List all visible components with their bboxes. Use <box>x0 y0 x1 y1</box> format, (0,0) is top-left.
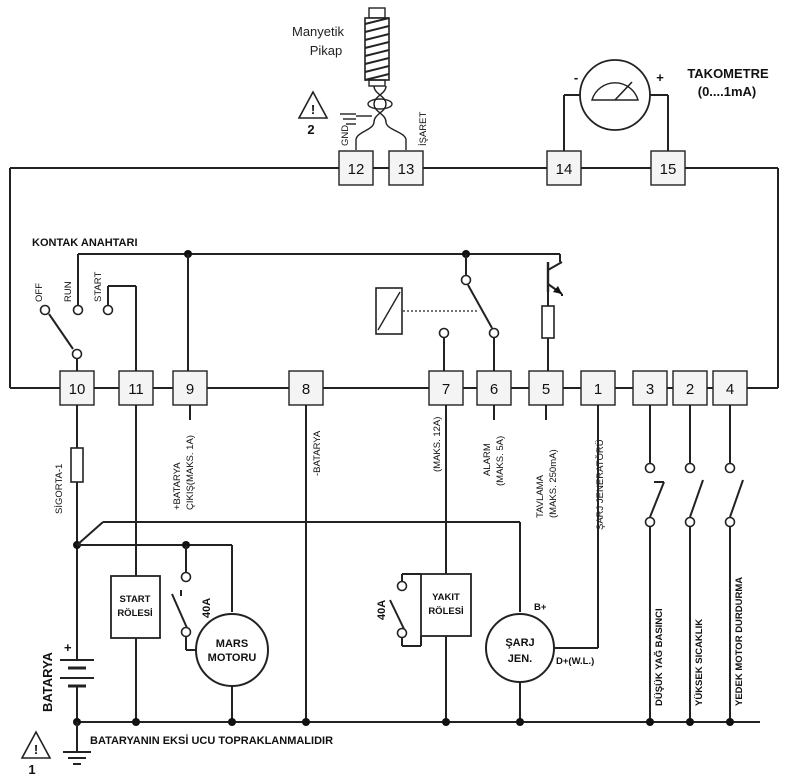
svg-text:8: 8 <box>302 381 310 398</box>
tachometer-minus: - <box>574 70 578 85</box>
terminal-5[interactable]: 5 <box>528 370 564 406</box>
fuel-relay-rating: 40A <box>376 600 388 620</box>
terminal-2[interactable]: 2 <box>672 370 708 406</box>
terminal-5-label-line2: (MAKS. 250mA) <box>548 449 559 518</box>
start-relay-line1: START <box>120 594 151 605</box>
svg-text:14: 14 <box>556 161 573 178</box>
svg-text:2: 2 <box>686 381 694 398</box>
svg-text:!: ! <box>311 102 315 117</box>
terminal-1-label: ŞARJ JENERATÖRÜ <box>595 439 606 530</box>
terminal-8-label: -BATARYA <box>312 430 323 476</box>
terminal-15[interactable]: 15 <box>650 150 686 186</box>
terminal-10[interactable]: 10 <box>59 370 95 406</box>
fuel-relay-box <box>420 573 472 637</box>
warning-triangle-icon: ! <box>20 730 52 759</box>
pickup-signal-label: İŞARET <box>418 111 429 146</box>
sensor-spare-label: YEDEK MOTOR DURDURMA <box>734 577 745 706</box>
terminal-6-label-line1: ALARM <box>482 443 493 476</box>
terminal-13[interactable]: 13 <box>388 150 424 186</box>
terminal-9-label-line1: +BATARYA <box>172 462 183 510</box>
contact-switch-title: KONTAK ANAHTARI <box>32 237 138 249</box>
terminal-1[interactable]: 1 <box>580 370 616 406</box>
switch-start-label: START <box>93 272 104 302</box>
terminal-11[interactable]: 11 <box>118 370 154 406</box>
terminal-7[interactable]: 7 <box>428 370 464 406</box>
start-relay-line2: RÖLESİ <box>117 608 152 619</box>
terminal-7-label: (MAKS. 12A) <box>432 417 443 472</box>
starter-motor-line2: MOTORU <box>208 652 257 664</box>
battery-plus: + <box>64 640 72 655</box>
svg-text:3: 3 <box>646 381 654 398</box>
battery-label: BATARYA <box>40 651 55 712</box>
terminal-12[interactable]: 12 <box>338 150 374 186</box>
switch-lever <box>48 313 74 350</box>
start-relay-rating: 40A <box>201 598 213 618</box>
fuel-relay-line1: YAKIT <box>432 592 460 603</box>
svg-text:12: 12 <box>348 161 365 178</box>
terminal-6-label-line2: (MAKS. 5A) <box>495 436 506 486</box>
external-wiring <box>60 405 760 765</box>
tachometer-title: TAKOMETRE <box>687 66 769 81</box>
terminal-5-label-line1: TAVLAMA <box>535 474 546 518</box>
terminal-6[interactable]: 6 <box>476 370 512 406</box>
charge-alt-dplus: D+(W.L.) <box>556 656 594 667</box>
terminal-3[interactable]: 3 <box>632 370 668 406</box>
tachometer-plus: + <box>656 70 664 85</box>
terminal-9-label-line2: ÇIKIŞ(MAKS. 1A) <box>185 435 196 510</box>
svg-text:11: 11 <box>128 381 144 398</box>
battery-icon <box>60 659 94 688</box>
terminal-14[interactable]: 14 <box>546 150 582 186</box>
pickup-label-line1: Manyetik <box>292 24 345 39</box>
ground-note: BATARYANIN EKSİ UCU TOPRAKLANMALIDIR <box>90 734 333 747</box>
charge-alt-line2: JEN. <box>508 653 532 665</box>
svg-text:15: 15 <box>660 161 677 178</box>
module-outline <box>9 167 779 389</box>
switch-run-label: RUN <box>63 281 74 302</box>
warning-number: 2 <box>307 122 314 137</box>
charge-alt-line1: ŞARJ <box>505 637 534 649</box>
fuel-relay-line2: RÖLESİ <box>428 606 463 617</box>
switch-off-label: OFF <box>34 283 45 302</box>
tachometer-range: (0....1mA) <box>698 84 757 99</box>
warning-number: 1 <box>28 762 35 776</box>
magnetic-pickup: Manyetik Pikap GND İŞARET <box>292 7 429 150</box>
svg-text:7: 7 <box>442 381 450 398</box>
svg-text:1: 1 <box>594 381 602 398</box>
svg-text:9: 9 <box>186 381 194 398</box>
tachometer: - + TAKOMETRE (0....1mA) <box>563 59 769 153</box>
terminal-8[interactable]: 8 <box>288 370 324 406</box>
svg-text:6: 6 <box>490 381 498 398</box>
glow-output <box>541 254 563 371</box>
starter-motor-line1: MARS <box>216 638 248 650</box>
sensor-oil-label: DÜŞÜK YAĞ BASINCI <box>653 608 665 706</box>
gauge-needle-icon <box>614 81 633 101</box>
contact-switch: OFF RUN START <box>34 250 560 371</box>
ground-icon <box>63 751 91 765</box>
svg-text:13: 13 <box>398 161 415 178</box>
warning-triangle-icon: ! <box>297 90 329 119</box>
start-relay-box <box>110 575 161 639</box>
pickup-gnd-label: GND <box>340 125 351 146</box>
sensor-temp-label: YÜKSEK SICAKLIK <box>694 619 705 706</box>
terminal-9[interactable]: 9 <box>172 370 208 406</box>
charge-alt-bplus: B+ <box>534 602 547 613</box>
pickup-label-line2: Pikap <box>310 43 343 58</box>
svg-text:!: ! <box>34 742 38 757</box>
fuse-icon <box>70 447 84 483</box>
svg-text:4: 4 <box>726 381 734 398</box>
fuse-label: SİGORTA-1 <box>54 464 65 514</box>
starter-motor-icon <box>195 613 269 687</box>
svg-text:10: 10 <box>69 381 86 398</box>
svg-text:5: 5 <box>542 381 550 398</box>
internal-relay <box>375 254 500 371</box>
terminal-4[interactable]: 4 <box>712 370 748 406</box>
